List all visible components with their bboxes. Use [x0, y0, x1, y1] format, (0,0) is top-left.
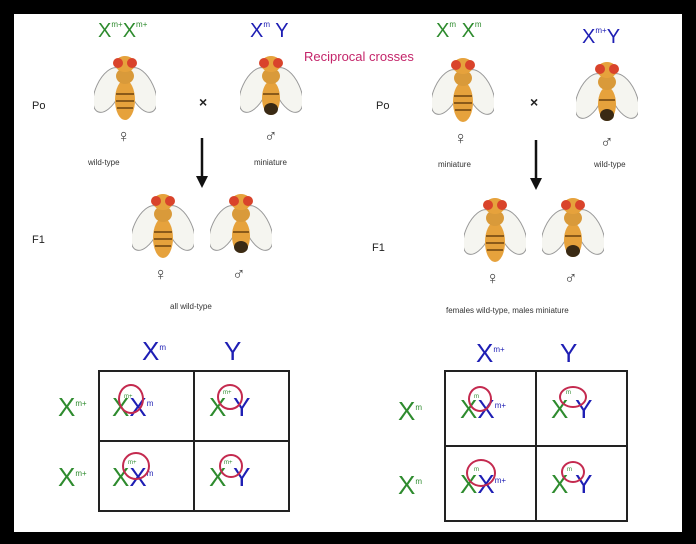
diagram-title: Reciprocal crosses	[304, 49, 414, 64]
right-col-header-1: Xm+	[476, 338, 505, 369]
left-female-genotype: Xm+Xm+	[98, 20, 147, 43]
right-arrow-icon	[528, 140, 544, 190]
right-highlight-circle	[466, 459, 496, 487]
left-f1-female-fly-icon	[132, 186, 194, 266]
left-male-fly-icon	[240, 48, 302, 128]
left-male-symbol: ♂	[264, 126, 278, 147]
left-highlight-circle	[217, 384, 243, 410]
right-f1-caption: females wild-type, males miniature	[446, 306, 569, 315]
right-male-caption: wild-type	[594, 160, 626, 169]
right-f1-male-symbol: ♂	[564, 268, 578, 289]
left-punnett-square: XXm m+ X Y m+ XXm m+ X Y m+	[98, 370, 290, 512]
left-p-label: Po	[32, 100, 45, 112]
left-female-symbol: ♀	[117, 126, 131, 147]
right-col-header-2: Y	[560, 338, 577, 369]
left-f1-male-fly-icon	[210, 186, 272, 266]
right-male-fly-icon	[576, 54, 638, 134]
left-highlight-circle	[122, 452, 150, 480]
right-highlight-circle	[468, 386, 492, 412]
right-female-caption: miniature	[438, 160, 471, 169]
left-arrow-icon	[194, 138, 210, 188]
left-row-header-1: Xm+	[58, 392, 87, 423]
left-cell-1-2: X Y m+	[194, 371, 289, 441]
left-f1-label: F1	[32, 234, 45, 246]
right-female-genotype: Xm Xm	[436, 20, 482, 43]
right-highlight-circle	[559, 386, 587, 408]
left-male-genotype: Xm Y	[250, 20, 289, 43]
left-cell-2-1: XXm m+	[99, 441, 194, 511]
diagram-slide: Reciprocal crosses Po F1 Xm+Xm+ Xm Y ♀ ×…	[14, 14, 682, 532]
right-cell-2-1: XXm+ m	[445, 446, 536, 521]
left-f1-female-symbol: ♀	[154, 264, 168, 285]
right-row-header-1: Xm	[398, 396, 422, 427]
left-female-fly-icon	[94, 48, 156, 128]
left-male-caption: miniature	[254, 158, 287, 167]
right-highlight-circle	[561, 461, 585, 483]
right-f1-male-fly-icon	[542, 190, 604, 270]
right-f1-female-fly-icon	[464, 190, 526, 270]
right-cell-1-1: XXm+ m	[445, 371, 536, 446]
left-col-header-2: Y	[224, 336, 241, 367]
left-female-caption: wild-type	[88, 158, 120, 167]
right-p-label: Po	[376, 100, 389, 112]
right-cross-symbol: ×	[530, 94, 538, 110]
right-male-symbol: ♂	[600, 132, 614, 153]
right-female-fly-icon	[432, 50, 494, 130]
right-f1-label: F1	[372, 242, 385, 254]
right-cell-2-2: X Y m	[536, 446, 627, 521]
left-f1-caption: all wild-type	[170, 302, 212, 311]
left-cell-1-1: XXm m+	[99, 371, 194, 441]
left-cell-2-2: X Y m+	[194, 441, 289, 511]
right-f1-female-symbol: ♀	[486, 268, 500, 289]
left-highlight-circle	[219, 454, 243, 478]
left-row-header-2: Xm+	[58, 462, 87, 493]
left-col-header-1: Xm	[142, 336, 166, 367]
left-cross-symbol: ×	[199, 94, 207, 110]
left-f1-male-symbol: ♂	[232, 264, 246, 285]
right-row-header-2: Xm	[398, 470, 422, 501]
right-male-genotype: Xm+Y	[582, 26, 620, 49]
right-punnett-square: XXm+ m X Y m XXm+ m X Y m	[444, 370, 628, 522]
right-female-symbol: ♀	[454, 128, 468, 149]
right-cell-1-2: X Y m	[536, 371, 627, 446]
